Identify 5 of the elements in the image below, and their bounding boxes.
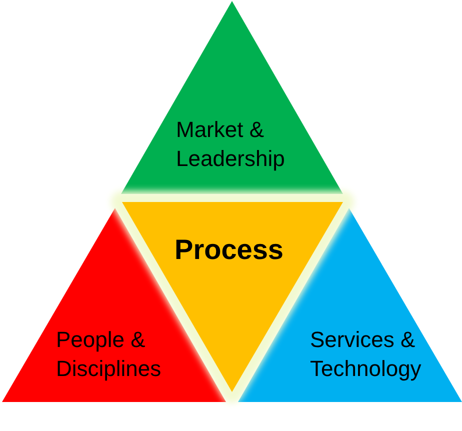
segment-label: Services & Technology	[310, 326, 422, 383]
segment-label: People & Disciplines	[56, 326, 162, 383]
center-label: Process	[174, 234, 284, 266]
segment-label: Market & Leadership	[176, 116, 286, 173]
triangle-panel	[121, 1, 343, 194]
